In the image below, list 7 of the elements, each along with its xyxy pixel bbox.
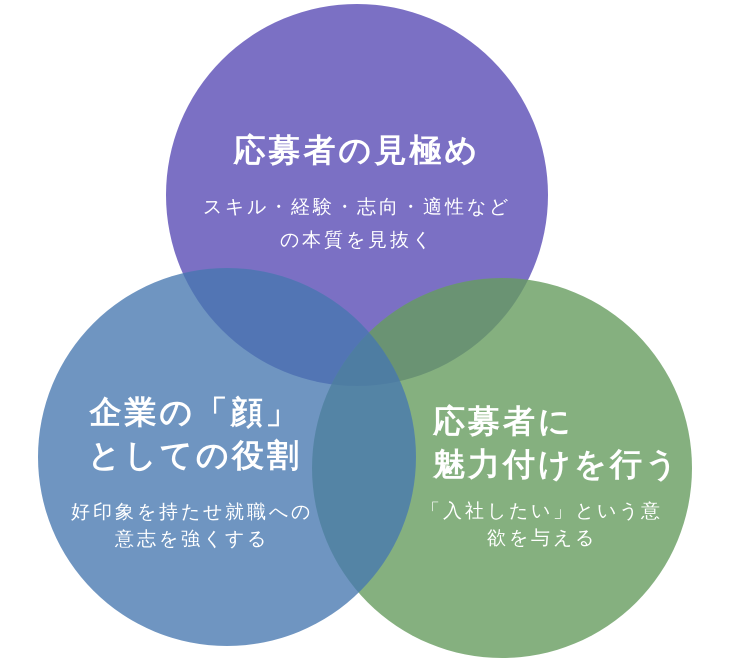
circle-heading: 応募者に魅力付けを行う (433, 401, 682, 485)
circle-heading: 企業の「顔」としての役割 (87, 392, 303, 476)
venn-circle (38, 268, 416, 646)
circle-description: 好印象を持たせ就職への意志を強くする (70, 500, 314, 552)
circle-heading: 応募者の見極め (232, 130, 482, 170)
circle-description: スキル・経験・志向・適性などの本質を見抜く (202, 195, 512, 253)
circle-description: 「入社したい」という意欲を与える (420, 499, 664, 551)
